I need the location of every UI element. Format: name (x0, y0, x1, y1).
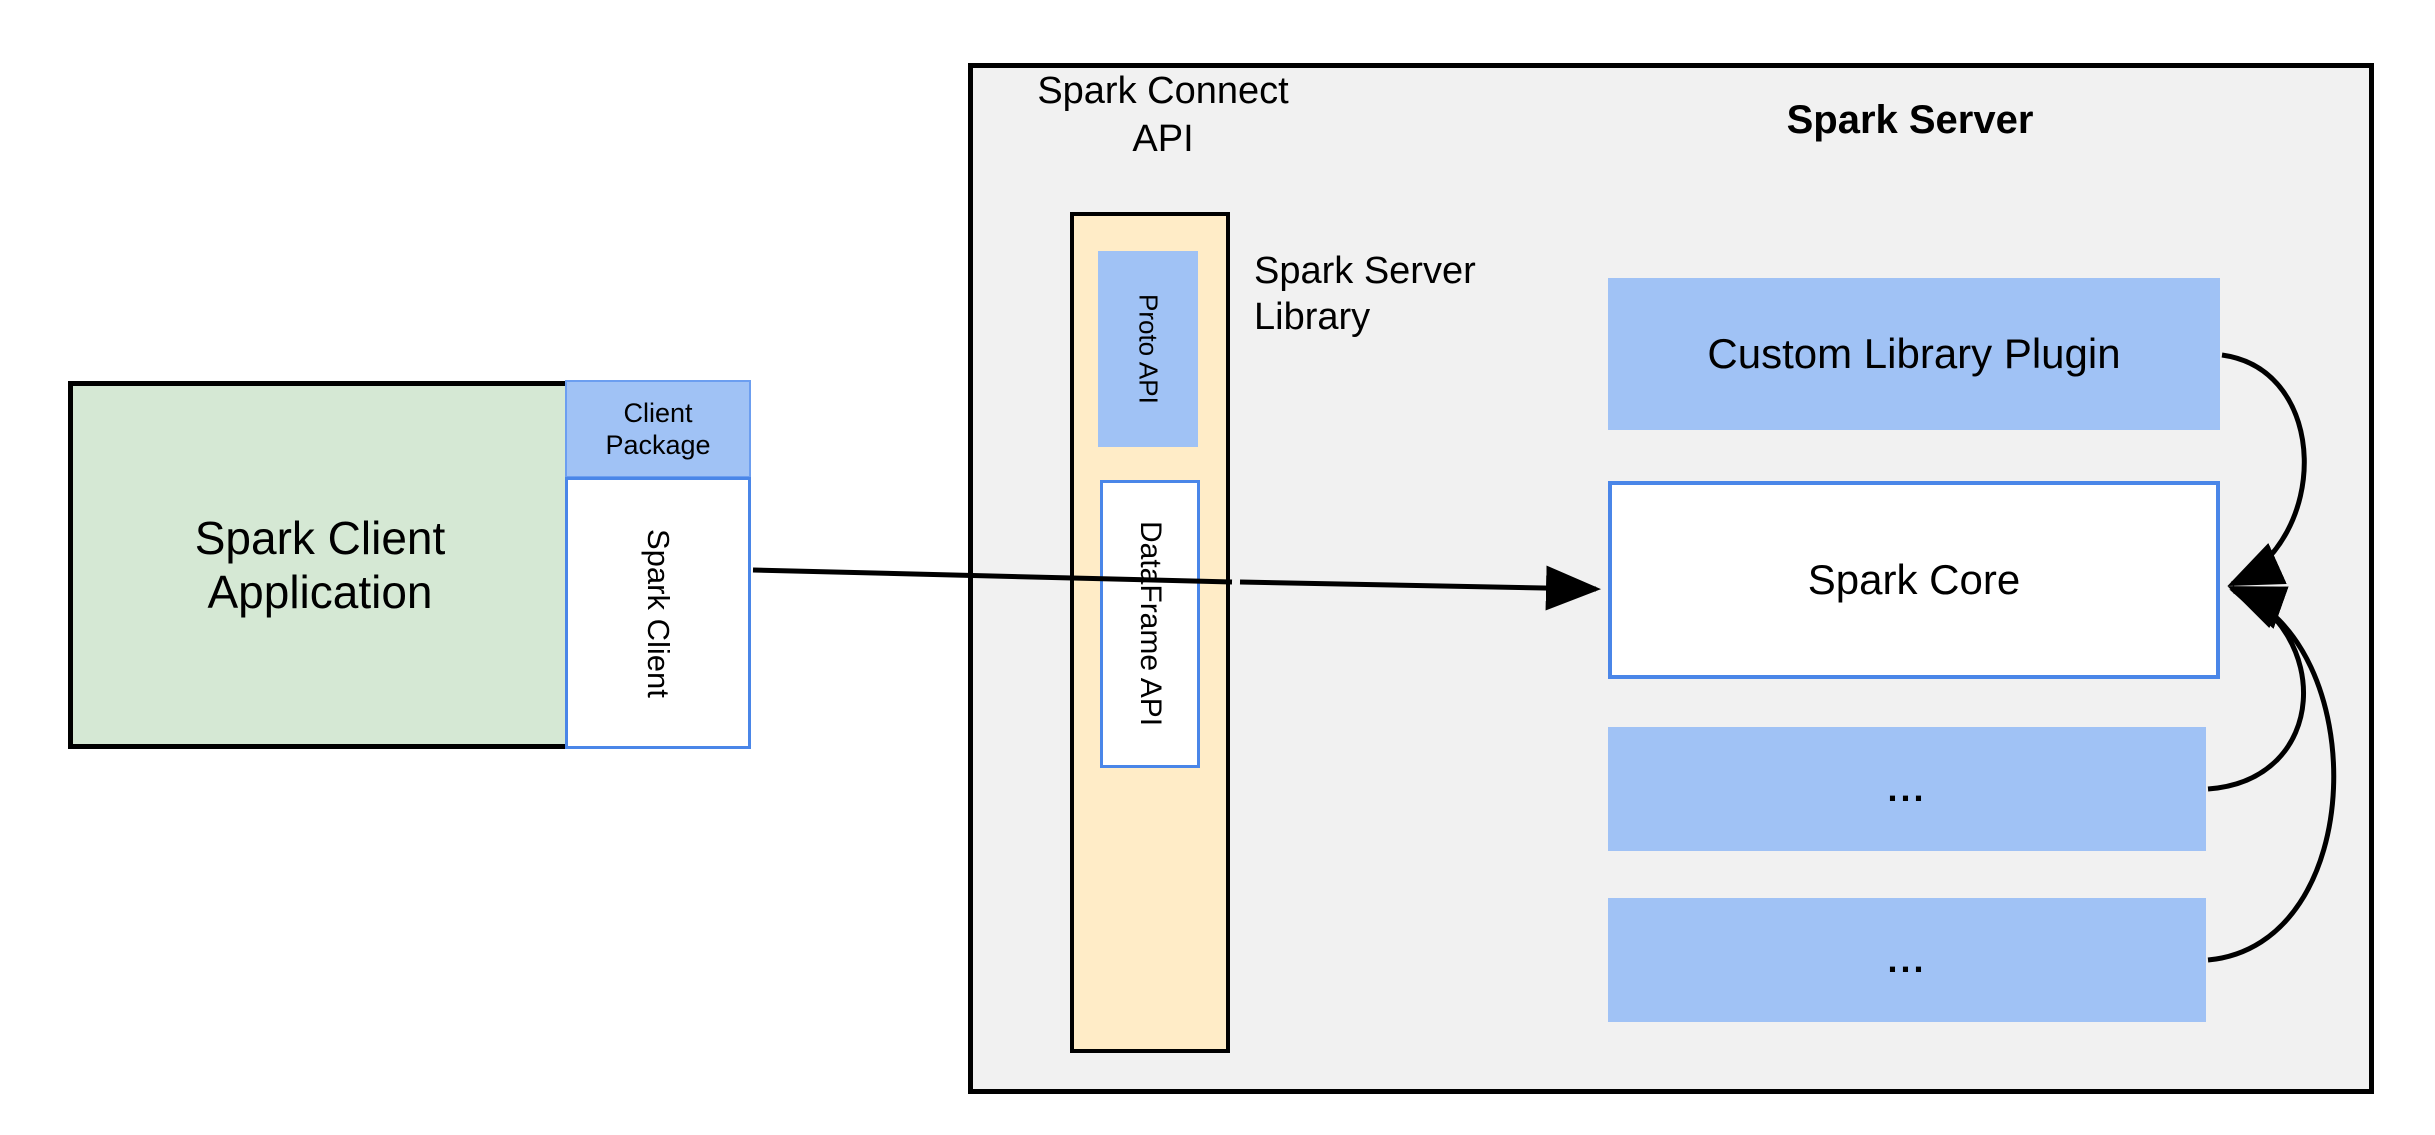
spark-core-label: Spark Core (1807, 556, 2021, 603)
spark-server-library-label: Spark Server Library (1254, 250, 1476, 339)
plugin-placeholder-box-2[interactable]: ... (1608, 898, 2206, 1022)
spark-client-label: Spark Client (641, 528, 676, 698)
dataframe-api-box[interactable]: DataFrame API (1100, 480, 1200, 768)
client-package-label: Client Package (605, 397, 711, 460)
plugin-placeholder-label-1: ... (1887, 768, 1927, 809)
plugin-placeholder-label-2: ... (1887, 939, 1927, 980)
plugin-placeholder-box-1[interactable]: ... (1608, 727, 2206, 851)
proto-api-box[interactable]: Proto API (1098, 251, 1198, 447)
spark-core-box[interactable]: Spark Core (1608, 481, 2220, 679)
spark-client-box[interactable]: Spark Client (565, 477, 751, 749)
custom-library-plugin-label: Custom Library Plugin (1707, 330, 2121, 377)
client-package-box[interactable]: Client Package (565, 380, 751, 478)
spark-server-title: Spark Server (1786, 98, 2034, 142)
spark-client-application-label: Spark Client Application (194, 511, 446, 618)
dataframe-api-label: DataFrame API (1134, 521, 1167, 727)
spark-client-application-box[interactable]: Spark Client Application (68, 381, 572, 749)
custom-library-plugin-box[interactable]: Custom Library Plugin (1608, 278, 2220, 430)
spark-connect-api-label: Spark Connect API (1037, 70, 1289, 160)
proto-api-label: Proto API (1133, 294, 1164, 404)
